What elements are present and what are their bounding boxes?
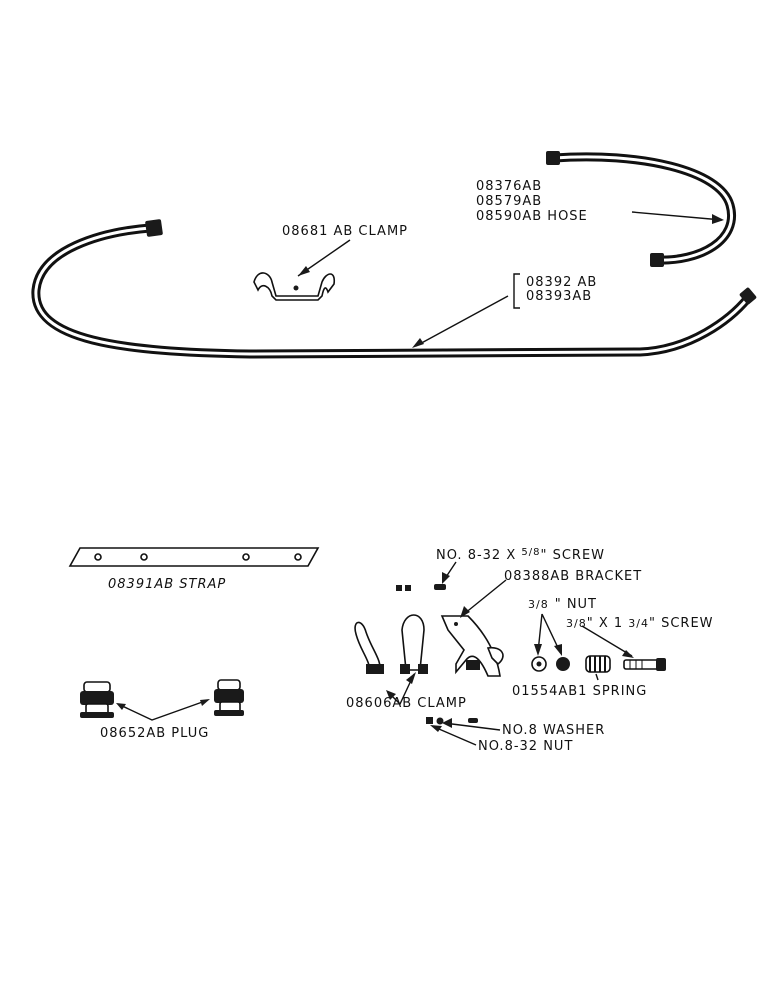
screw-icon (434, 584, 446, 590)
strap-label: 08391AB STRAP (108, 577, 226, 592)
clamp-icon (253, 272, 336, 301)
bracket-label: 08388AB BRACKET (504, 569, 642, 584)
spring-label: 01554AB1 SPRING (512, 684, 647, 699)
nut-large-label: 3/8" NUT (528, 597, 597, 612)
nut-icon (531, 656, 570, 672)
leaders-top (297, 211, 724, 348)
bracket-icon (440, 615, 504, 677)
tube-icon (31, 219, 757, 359)
hose-icon (546, 151, 736, 267)
tube-part-number-2: 08393AB (526, 289, 592, 304)
washer-icon (426, 717, 478, 725)
leaders-bottom (386, 561, 634, 746)
clamp-icon (354, 614, 428, 674)
tube-part-number-1: 08392 AB (526, 275, 597, 290)
plug-icon (80, 679, 244, 718)
plug-leaders (116, 699, 210, 721)
small-screw-label: NO. 8-32 X 5/8" SCREW (436, 547, 605, 563)
clamp-bottom-label: 08606AB CLAMP (346, 696, 467, 711)
screw-icon (623, 658, 666, 671)
hose-part-number-2: 08579AB (476, 194, 542, 209)
washer-label: NO.8 WASHER (502, 723, 605, 738)
nut-icon (396, 585, 411, 591)
plug-label: 08652AB PLUG (100, 726, 209, 741)
large-screw-label: 3/8" X 1 3/4" SCREW (566, 616, 714, 631)
spring-icon (585, 655, 611, 673)
strap-icon (68, 547, 320, 567)
hose-part-label: 08590AB HOSE (476, 209, 588, 224)
hose-part-number-1: 08376AB (476, 179, 542, 194)
small-nut-label: NO.8-32 NUT (478, 739, 573, 754)
clamp-top-label: 08681 AB CLAMP (282, 224, 408, 239)
